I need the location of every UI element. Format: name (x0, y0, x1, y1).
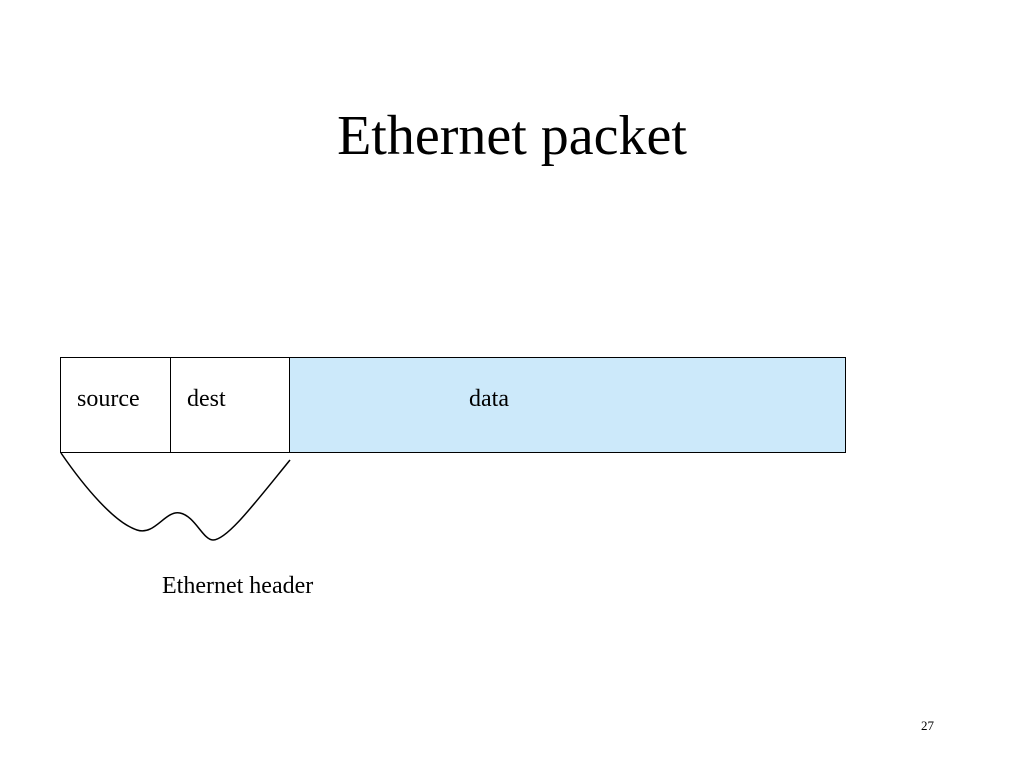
packet-field-data: data (290, 358, 845, 452)
ethernet-packet-diagram: source dest data (60, 357, 846, 453)
packet-field-source: source (61, 358, 171, 452)
ethernet-header-label: Ethernet header (162, 573, 314, 599)
packet-field-data-label: data (469, 386, 509, 412)
packet-field-source-label: source (77, 386, 140, 412)
header-brace (60, 452, 291, 541)
slide-title: Ethernet packet (337, 105, 687, 167)
packet-field-dest-label: dest (187, 386, 226, 412)
packet-field-dest: dest (171, 358, 290, 452)
header-brace-curve (60, 452, 291, 541)
slide-number: 27 (921, 718, 934, 733)
